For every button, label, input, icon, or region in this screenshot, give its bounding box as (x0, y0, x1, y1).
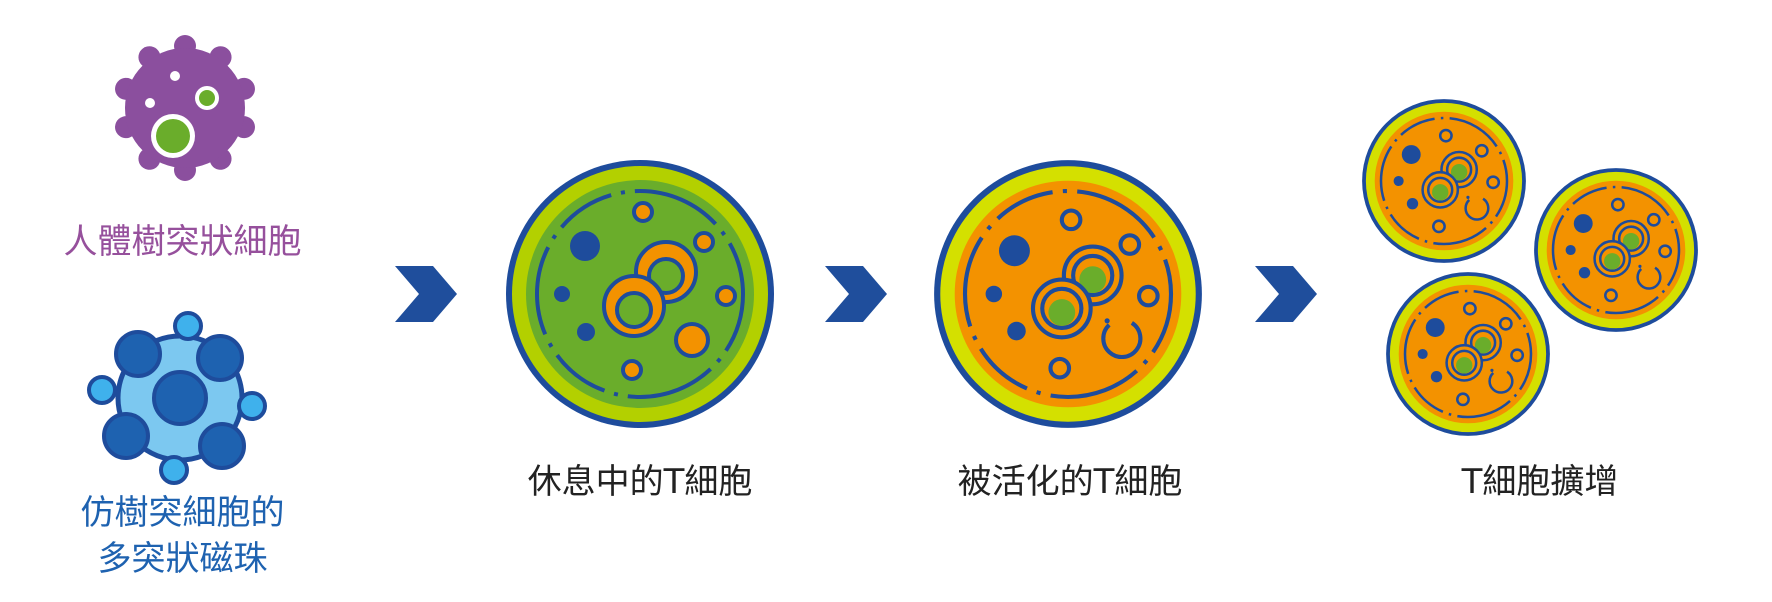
dendritic-bead-icon (87, 311, 267, 485)
resting-t-cell-icon (506, 160, 774, 428)
dendritic-cell-icon (112, 35, 258, 181)
arrow-2-icon (825, 266, 887, 322)
t-cell-expansion-label: T細胞擴增 (1461, 462, 1619, 502)
expanded-t-cell-2-icon (1532, 166, 1700, 334)
resting-t-cell-label: 休息中的T細胞 (527, 462, 753, 502)
arrow-3-icon (1255, 266, 1317, 322)
arrow-1-icon (395, 266, 457, 322)
expanded-t-cell-3-icon (1384, 270, 1552, 438)
dendritic-cell-label: 人體樹突狀細胞 (63, 222, 302, 262)
bead-label-line-2: 多突狀磁珠 (97, 539, 268, 579)
activated-t-cell-icon (934, 160, 1202, 428)
bead-label: 仿樹突細胞的 多突狀磁珠 (40, 490, 325, 582)
bead-label-line-1: 仿樹突細胞的 (80, 493, 285, 533)
expanded-t-cell-1-icon (1360, 97, 1528, 265)
activated-t-cell-label: 被活化的T細胞 (957, 462, 1183, 502)
